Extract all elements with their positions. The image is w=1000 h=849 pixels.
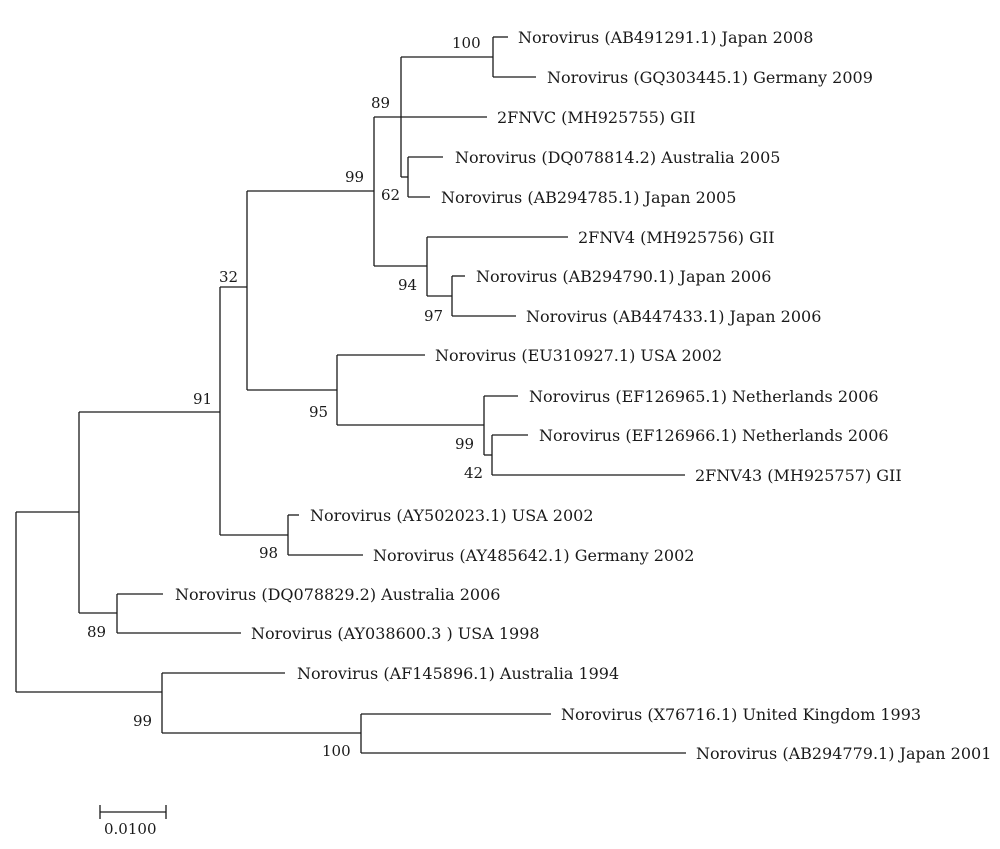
bootstrap-values: 100 89 99 62 32 94 97 91 95 99 42 98 89 …: [87, 34, 483, 760]
taxon-label: Norovirus (AB294790.1) Japan 2006: [476, 267, 771, 286]
taxon-label: Norovirus (AY502023.1) USA 2002: [310, 506, 594, 525]
bootstrap-value: 98: [259, 544, 278, 562]
bootstrap-value: 99: [455, 435, 474, 453]
taxon-label: Norovirus (EF126966.1) Netherlands 2006: [539, 426, 889, 445]
bootstrap-value: 100: [322, 742, 351, 760]
taxon-label: Norovirus (AB447433.1) Japan 2006: [526, 307, 821, 326]
taxon-label: Norovirus (AB294785.1) Japan 2005: [441, 188, 736, 207]
tree-branches: [15, 36, 686, 754]
scale-bar-label: 0.0100: [104, 820, 157, 838]
bootstrap-value: 97: [424, 307, 443, 325]
bootstrap-value: 99: [133, 712, 152, 730]
taxon-label: Norovirus (DQ078829.2) Australia 2006: [175, 585, 500, 604]
bootstrap-value: 94: [398, 276, 417, 294]
bootstrap-value: 89: [371, 94, 390, 112]
bootstrap-value: 91: [193, 390, 212, 408]
bootstrap-value: 99: [345, 168, 364, 186]
taxon-label: 2FNV4 (MH925756) GII: [578, 228, 775, 247]
taxon-label: 2FNV43 (MH925757) GII: [695, 466, 902, 485]
bootstrap-value: 62: [381, 186, 400, 204]
taxon-label: Norovirus (GQ303445.1) Germany 2009: [547, 68, 873, 87]
bootstrap-value: 32: [219, 268, 238, 286]
scale-bar-line: [99, 805, 167, 819]
bootstrap-value: 89: [87, 623, 106, 641]
taxon-label: Norovirus (EF126965.1) Netherlands 2006: [529, 387, 879, 406]
bootstrap-value: 95: [309, 403, 328, 421]
scale-bar: 0.0100: [99, 805, 167, 838]
bootstrap-value: 42: [464, 464, 483, 482]
taxon-label: Norovirus (AB294779.1) Japan 2001: [696, 744, 991, 763]
taxon-label: Norovirus (AY485642.1) Germany 2002: [373, 546, 694, 565]
taxon-label: Norovirus (DQ078814.2) Australia 2005: [455, 148, 780, 167]
taxon-label: Norovirus (X76716.1) United Kingdom 1993: [561, 705, 921, 724]
taxon-label: Norovirus (AB491291.1) Japan 2008: [518, 28, 813, 47]
taxon-labels: Norovirus (AB491291.1) Japan 2008 Norovi…: [175, 28, 991, 763]
taxon-label: Norovirus (AY038600.3 ) USA 1998: [251, 624, 540, 643]
taxon-label: Norovirus (AF145896.1) Australia 1994: [297, 664, 619, 683]
bootstrap-value: 100: [452, 34, 481, 52]
taxon-label: 2FNVC (MH925755) GII: [497, 108, 696, 127]
taxon-label: Norovirus (EU310927.1) USA 2002: [435, 346, 722, 365]
